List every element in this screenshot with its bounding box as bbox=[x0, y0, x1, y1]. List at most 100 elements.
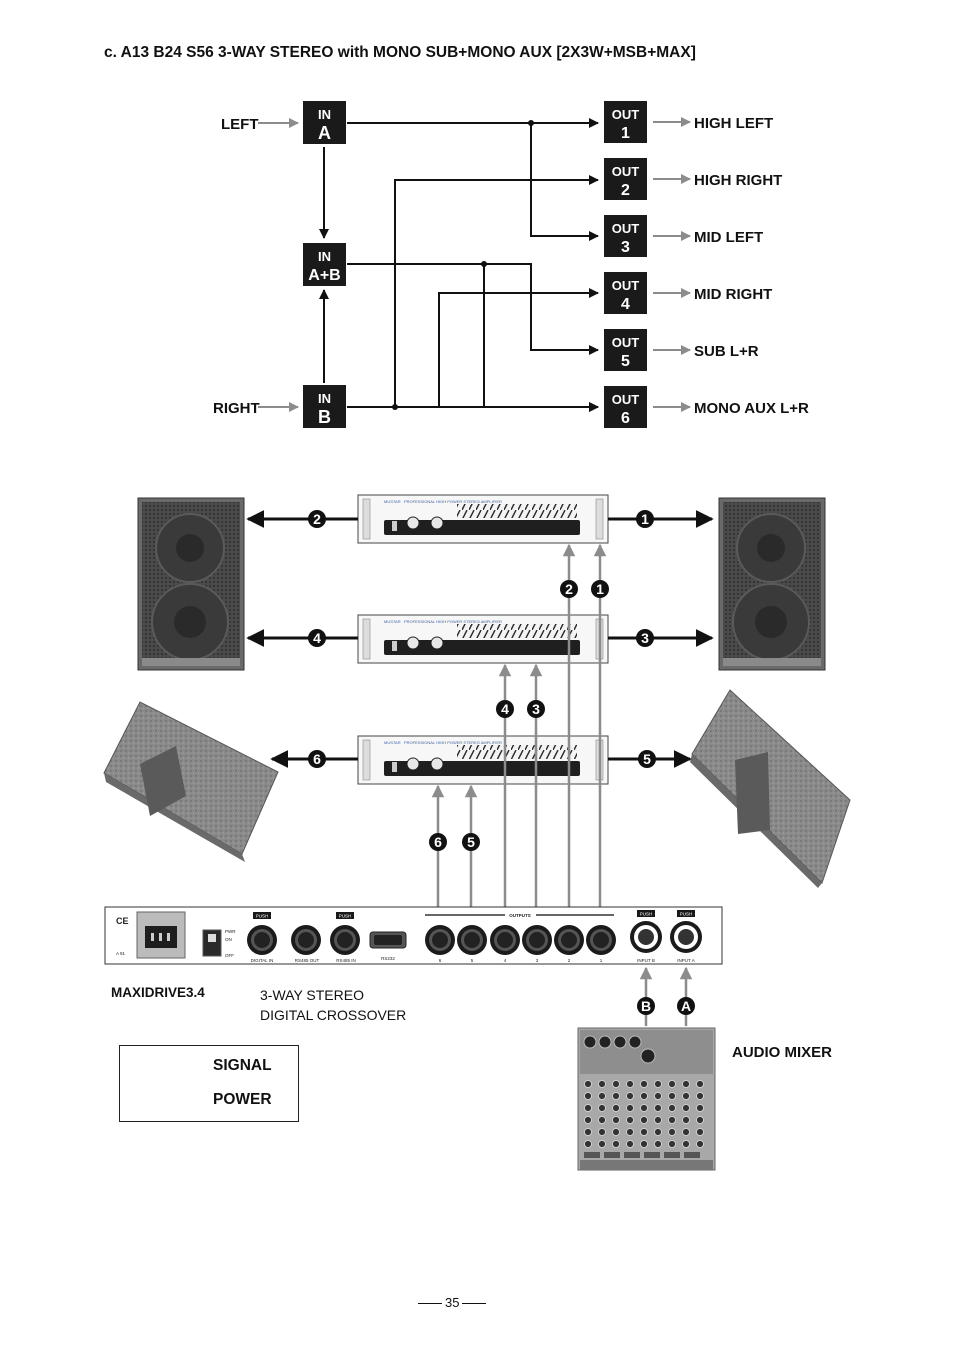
output-label-2: HIGH RIGHT bbox=[694, 172, 782, 189]
mixer-fader bbox=[624, 1152, 640, 1158]
mixer-knob bbox=[640, 1116, 648, 1124]
signal-channel-badge-3: 3 bbox=[527, 700, 545, 718]
signal-channel-badge-5: 5 bbox=[462, 833, 480, 851]
audio-mixer-label: AUDIO MIXER bbox=[732, 1044, 833, 1061]
mixer-knob bbox=[696, 1128, 704, 1136]
speaker-high-right-cabinet bbox=[718, 497, 826, 671]
power-channel-badge-6: 6 bbox=[308, 750, 326, 768]
power-channel-badge-2: 2 bbox=[308, 510, 326, 528]
mixer-knob bbox=[654, 1140, 662, 1148]
mixer-knob bbox=[640, 1092, 648, 1100]
mixer-knob bbox=[668, 1128, 676, 1136]
output-label-6: MONO AUX L+R bbox=[694, 400, 809, 417]
mixer-knob bbox=[668, 1140, 676, 1148]
switch-label-pwr: PWR bbox=[225, 929, 236, 934]
mixer-input-badge-a-number: A bbox=[681, 998, 691, 1014]
mixer-knob bbox=[640, 1104, 648, 1112]
xlr-output-2 bbox=[554, 925, 584, 955]
mixer-knob bbox=[612, 1140, 620, 1148]
output-box-4: OUT 4 MID RIGHT bbox=[604, 272, 772, 314]
output-box-number: 4 bbox=[621, 296, 630, 313]
port-label-input-a: INPUT A bbox=[677, 958, 694, 963]
mixer-input-jack bbox=[583, 1035, 597, 1049]
mixer-knob bbox=[696, 1080, 704, 1088]
mixer-knob bbox=[682, 1140, 690, 1148]
push-label-rs485: PUSH bbox=[339, 914, 352, 919]
svg-text:IN: IN bbox=[318, 391, 331, 406]
mixer-main-knob bbox=[640, 1048, 656, 1064]
mixer-knob bbox=[696, 1116, 704, 1124]
output-box-number: 5 bbox=[621, 353, 630, 370]
output-box-top-text: OUT bbox=[612, 107, 640, 122]
mixer-knob bbox=[668, 1116, 676, 1124]
page-title: c. A13 B24 S56 3-WAY STEREO with MONO SU… bbox=[104, 44, 696, 61]
output-label-5: SUB L+R bbox=[694, 343, 759, 360]
combo-input-B: PUSH bbox=[630, 910, 662, 953]
mixer-knob bbox=[584, 1140, 592, 1148]
device-name: MAXIDRIVE3.4 bbox=[111, 985, 205, 1000]
mixer-knob bbox=[598, 1128, 606, 1136]
xlr-digital-in bbox=[247, 925, 277, 955]
power-channel-badge-1-number: 1 bbox=[641, 511, 649, 527]
amp-knob bbox=[406, 636, 420, 650]
mixer-knob bbox=[654, 1104, 662, 1112]
mixer-knob bbox=[654, 1116, 662, 1124]
mixer-fader bbox=[644, 1152, 660, 1158]
input-box-b: IN B bbox=[303, 385, 346, 428]
output-label-4: MID RIGHT bbox=[694, 286, 772, 303]
mixer-knob bbox=[626, 1092, 634, 1100]
output-box-top-text: OUT bbox=[612, 221, 640, 236]
power-channel-badge-3: 3 bbox=[636, 629, 654, 647]
signal-channel-badge-6: 6 bbox=[429, 833, 447, 851]
mixer-knob bbox=[626, 1140, 634, 1148]
device-description-line1: 3-WAY STEREO bbox=[260, 987, 364, 1003]
mixer-knob bbox=[668, 1080, 676, 1088]
legend-power-label: POWER bbox=[213, 1091, 272, 1108]
output-number-label-5: 5 bbox=[471, 958, 474, 963]
monitor-wedge-left bbox=[103, 701, 279, 862]
power-channel-badge-4-number: 4 bbox=[313, 630, 321, 646]
output-number-label-6: 6 bbox=[439, 958, 442, 963]
svg-text:IN: IN bbox=[318, 249, 331, 264]
mixer-input-jack bbox=[628, 1035, 642, 1049]
xlr-output-4 bbox=[490, 925, 520, 955]
output-box-top-text: OUT bbox=[612, 278, 640, 293]
mixer-knob bbox=[612, 1092, 620, 1100]
mixer-knob bbox=[654, 1092, 662, 1100]
input-box-a: IN A bbox=[303, 101, 346, 144]
signal-channel-badge-3-number: 3 bbox=[532, 701, 540, 717]
svg-text:IN: IN bbox=[318, 107, 331, 122]
amp-knob bbox=[406, 516, 420, 530]
mixer-knob bbox=[640, 1080, 648, 1088]
input-box-ab: IN A+B bbox=[303, 243, 346, 286]
mixer-knob bbox=[612, 1080, 620, 1088]
signal-channel-badge-1: 1 bbox=[591, 580, 609, 598]
svg-text:A+B: A+B bbox=[308, 267, 340, 284]
amp-caption: PROFESSIONAL HIGH POWER STEREO AMPLIFIER bbox=[404, 619, 502, 624]
legend-signal-label: SIGNAL bbox=[213, 1057, 272, 1074]
mixer-knob bbox=[696, 1140, 704, 1148]
power-channel-badge-4: 4 bbox=[308, 629, 326, 647]
xlr-output-6 bbox=[425, 925, 455, 955]
push-label-input: PUSH bbox=[680, 912, 693, 917]
power-channel-badge-1: 1 bbox=[636, 510, 654, 528]
mixer-knob bbox=[612, 1128, 620, 1136]
output-number-label-4: 4 bbox=[504, 958, 507, 963]
mixer-fader bbox=[684, 1152, 700, 1158]
mixer-knob bbox=[584, 1104, 592, 1112]
mixer-knob bbox=[612, 1104, 620, 1112]
signal-channel-badge-2: 2 bbox=[560, 580, 578, 598]
amp-knob bbox=[430, 516, 444, 530]
legend: SIGNAL POWER bbox=[119, 1045, 299, 1122]
combo-input-A: PUSH bbox=[670, 910, 702, 953]
output-number-label-2: 2 bbox=[568, 958, 571, 963]
signal-channel-badge-1-number: 1 bbox=[596, 581, 604, 597]
signal-channel-badge-4: 4 bbox=[496, 700, 514, 718]
mixer-knob bbox=[584, 1116, 592, 1124]
mixer-fader bbox=[604, 1152, 620, 1158]
signal-channel-badge-4-number: 4 bbox=[501, 701, 509, 717]
